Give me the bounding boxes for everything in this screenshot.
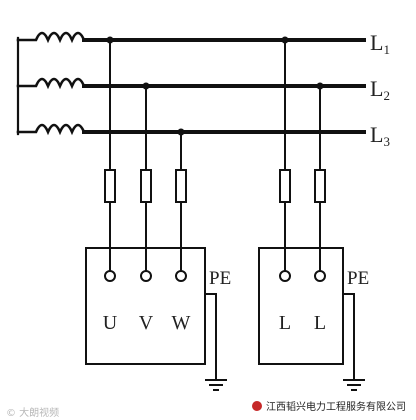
coil-l2 (16, 77, 86, 90)
watermark-text: © 大朗视频 (6, 408, 60, 419)
company-caption: 江西韬兴电力工程服务有限公司 (252, 398, 406, 413)
pe-label-right: PE (347, 268, 369, 289)
company-caption-text: 江西韬兴电力工程服务有限公司 (266, 402, 406, 413)
junction-dots (106, 36, 324, 136)
coil-l1 (16, 31, 86, 44)
terminal-label-u: U (103, 312, 118, 334)
coil-l3 (16, 123, 86, 136)
three-phase-drops (109, 39, 182, 273)
fuses (104, 169, 326, 203)
terminal-label-l-b: L (314, 312, 326, 334)
fuse-w (175, 169, 187, 203)
terminal-label-w: W (172, 312, 191, 334)
ground-symbol-right (343, 379, 365, 391)
single-phase-equipment-enclosure (258, 247, 344, 365)
fuse-u (104, 169, 116, 203)
ground-symbol-left (205, 379, 227, 391)
company-logo-icon (252, 400, 262, 411)
pe-label-left: PE (209, 268, 231, 289)
pe-conductors (204, 293, 355, 381)
terminals (104, 270, 326, 282)
phase-label-l3: L3 (370, 122, 390, 149)
terminal-label-l-a: L (279, 312, 291, 334)
three-phase-equipment-enclosure (85, 247, 206, 365)
supply-coils (16, 31, 86, 136)
single-phase-drops (284, 39, 321, 273)
terminal-label-v: V (139, 312, 154, 334)
fuse-l-a (279, 169, 291, 203)
fuse-l-b (314, 169, 326, 203)
phase-label-l1: L1 (370, 30, 390, 57)
phase-label-l2: L2 (370, 76, 390, 103)
fuse-v (140, 169, 152, 203)
